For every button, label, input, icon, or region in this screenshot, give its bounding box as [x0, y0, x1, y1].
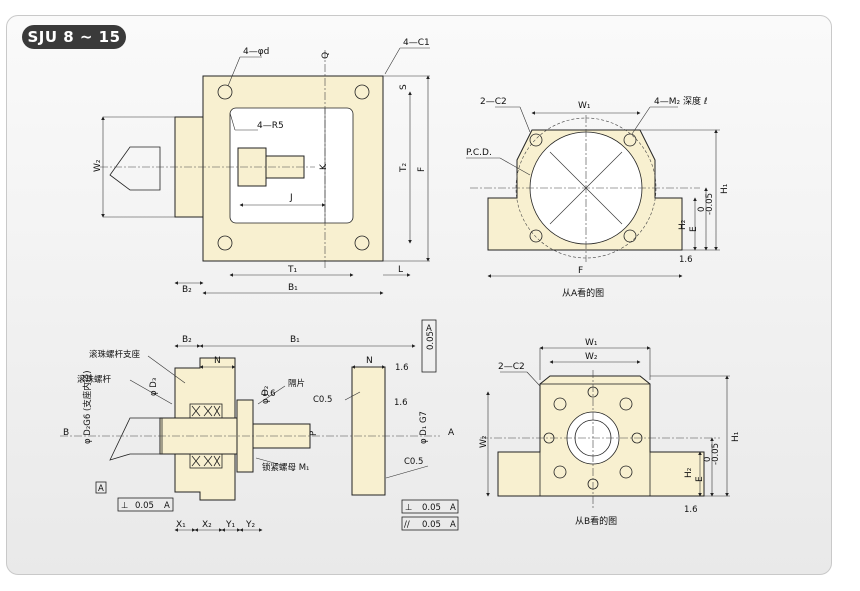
q-label: Q: [321, 52, 331, 59]
d2g6-label: φ D₂G6 (支座内径): [82, 370, 93, 444]
tap-hole: [623, 229, 637, 243]
bottom-left-view: B₂ B₁ 滚珠螺杆支座 滚珠螺杆 N N 隔片 C0.5 C0.5 φ D₃ …: [60, 319, 459, 532]
bolt-hole: [619, 465, 633, 479]
y1-label: Y₁: [225, 520, 235, 530]
nut-label: 锁紧螺母 M₁: [262, 462, 309, 473]
corner-label: 4—C1: [403, 38, 430, 48]
tol-upper: 0: [703, 457, 713, 462]
b2-label: B₂: [182, 285, 192, 295]
runout-ref: A: [426, 324, 432, 334]
roughness: 1.6: [684, 505, 698, 515]
support-label: 滚珠螺杆支座: [89, 349, 141, 360]
par-value: 0.05: [422, 520, 441, 530]
h2-label: H₂: [678, 219, 688, 230]
tol-upper: 0: [697, 207, 707, 212]
k-label: K: [319, 163, 329, 170]
datum-a: A: [98, 484, 104, 494]
runout-value: 0.05: [426, 331, 436, 350]
d1-label: φ D₁ G7: [419, 411, 429, 444]
perp1-value: 0.05: [135, 501, 154, 511]
perp-symbol-2: ⊥: [405, 503, 412, 513]
c2-label: 2—C2: [480, 97, 507, 107]
tol-lower: -0.05: [711, 443, 721, 465]
p-label: P: [309, 431, 319, 436]
corner-hole: [354, 235, 370, 251]
view-b-label: B: [63, 428, 69, 438]
d3-label: φ D₃: [149, 378, 159, 396]
tap-hole: [529, 133, 543, 147]
b1-label: B₁: [290, 335, 300, 345]
h1-label: H₁: [731, 431, 741, 442]
x1-label: X₁: [176, 520, 186, 530]
l-label: L: [398, 265, 403, 275]
roughness-c: 1.6: [262, 389, 276, 399]
spacer-label: 隔片: [288, 378, 305, 389]
s-label: S: [399, 84, 409, 90]
n1-label: N: [214, 356, 221, 366]
tap-hole: [529, 229, 543, 243]
corner-hole: [217, 84, 233, 100]
radius-label: 4—R5: [257, 121, 284, 131]
roughness-a: 1.6: [395, 363, 409, 373]
perp2-value: 0.05: [422, 503, 441, 513]
t1-label: T₁: [287, 265, 297, 275]
b1-label: B₁: [288, 283, 298, 293]
e-label: E: [689, 226, 699, 232]
caption-a: 从A看的图: [562, 287, 604, 299]
w1-label: W₁: [585, 338, 598, 348]
d2-label: φ D₂: [261, 386, 271, 404]
c05b-label: C0.5: [404, 457, 423, 467]
top-left-view: 4—φd 4—C1 4—R5 Q S K J T₂ F W₂ T₁ L B₂ B…: [93, 38, 430, 295]
parallel-symbol: //: [404, 520, 410, 530]
roughness: 1.6: [679, 255, 693, 265]
j-label: J: [289, 193, 293, 203]
bolt-hole: [553, 397, 567, 411]
e-label: E: [695, 476, 705, 482]
f-label: F: [417, 167, 427, 172]
corner-hole: [354, 84, 370, 100]
screw-end: [109, 146, 161, 191]
pcd-label: P.C.D.: [466, 148, 492, 158]
perp2-ref: A: [450, 503, 456, 513]
bolt-hole: [619, 397, 633, 411]
top-right-view: 2—C2 W₁ 4—M₂ 深度 ℓ P.C.D. H₁ H₂ E 0 -0.05…: [466, 95, 730, 299]
w2-top-label: W₂: [585, 352, 598, 362]
screw-label: 滚珠螺杆: [77, 374, 112, 385]
caption-b: 从B看的图: [575, 515, 617, 527]
title-badge: SJU 8 ~ 15: [22, 25, 126, 49]
w2-label: W₂: [93, 159, 103, 172]
bottom-right-view: W₁ W₂ 2—C2 W₂ H₁ H₂ E 0 -0.05 1.6 从B看的图: [479, 338, 741, 527]
tap-hole: [623, 133, 637, 147]
w1-label: W₁: [578, 101, 591, 111]
tol-lower: -0.05: [705, 193, 715, 215]
h1-label: H₁: [720, 183, 730, 194]
h2-label: H₂: [684, 467, 694, 478]
y2-label: Y₂: [245, 520, 255, 530]
f-label: F: [578, 266, 583, 276]
view-a-label: A: [448, 428, 455, 438]
x2-label: X₂: [202, 520, 212, 530]
side-block: [351, 366, 386, 496]
holes-label: 4—φd: [243, 47, 269, 57]
perp1-ref: A: [164, 501, 170, 511]
t2-label: T₂: [399, 163, 409, 173]
corner-hole: [217, 235, 233, 251]
n2-label: N: [366, 356, 373, 366]
roughness-b: 1.6: [394, 398, 408, 408]
bolt-hole: [553, 465, 567, 479]
perp-symbol: ⊥: [121, 501, 128, 511]
c05a-label: C0.5: [313, 395, 332, 405]
c2-label: 2—C2: [498, 362, 525, 372]
par-ref: A: [450, 520, 456, 530]
screw-end: [109, 417, 163, 461]
w2-side-label: W₂: [479, 435, 489, 448]
b2-label: B₂: [182, 335, 192, 345]
m2-label: 4—M₂ 深度 ℓ: [654, 95, 708, 107]
